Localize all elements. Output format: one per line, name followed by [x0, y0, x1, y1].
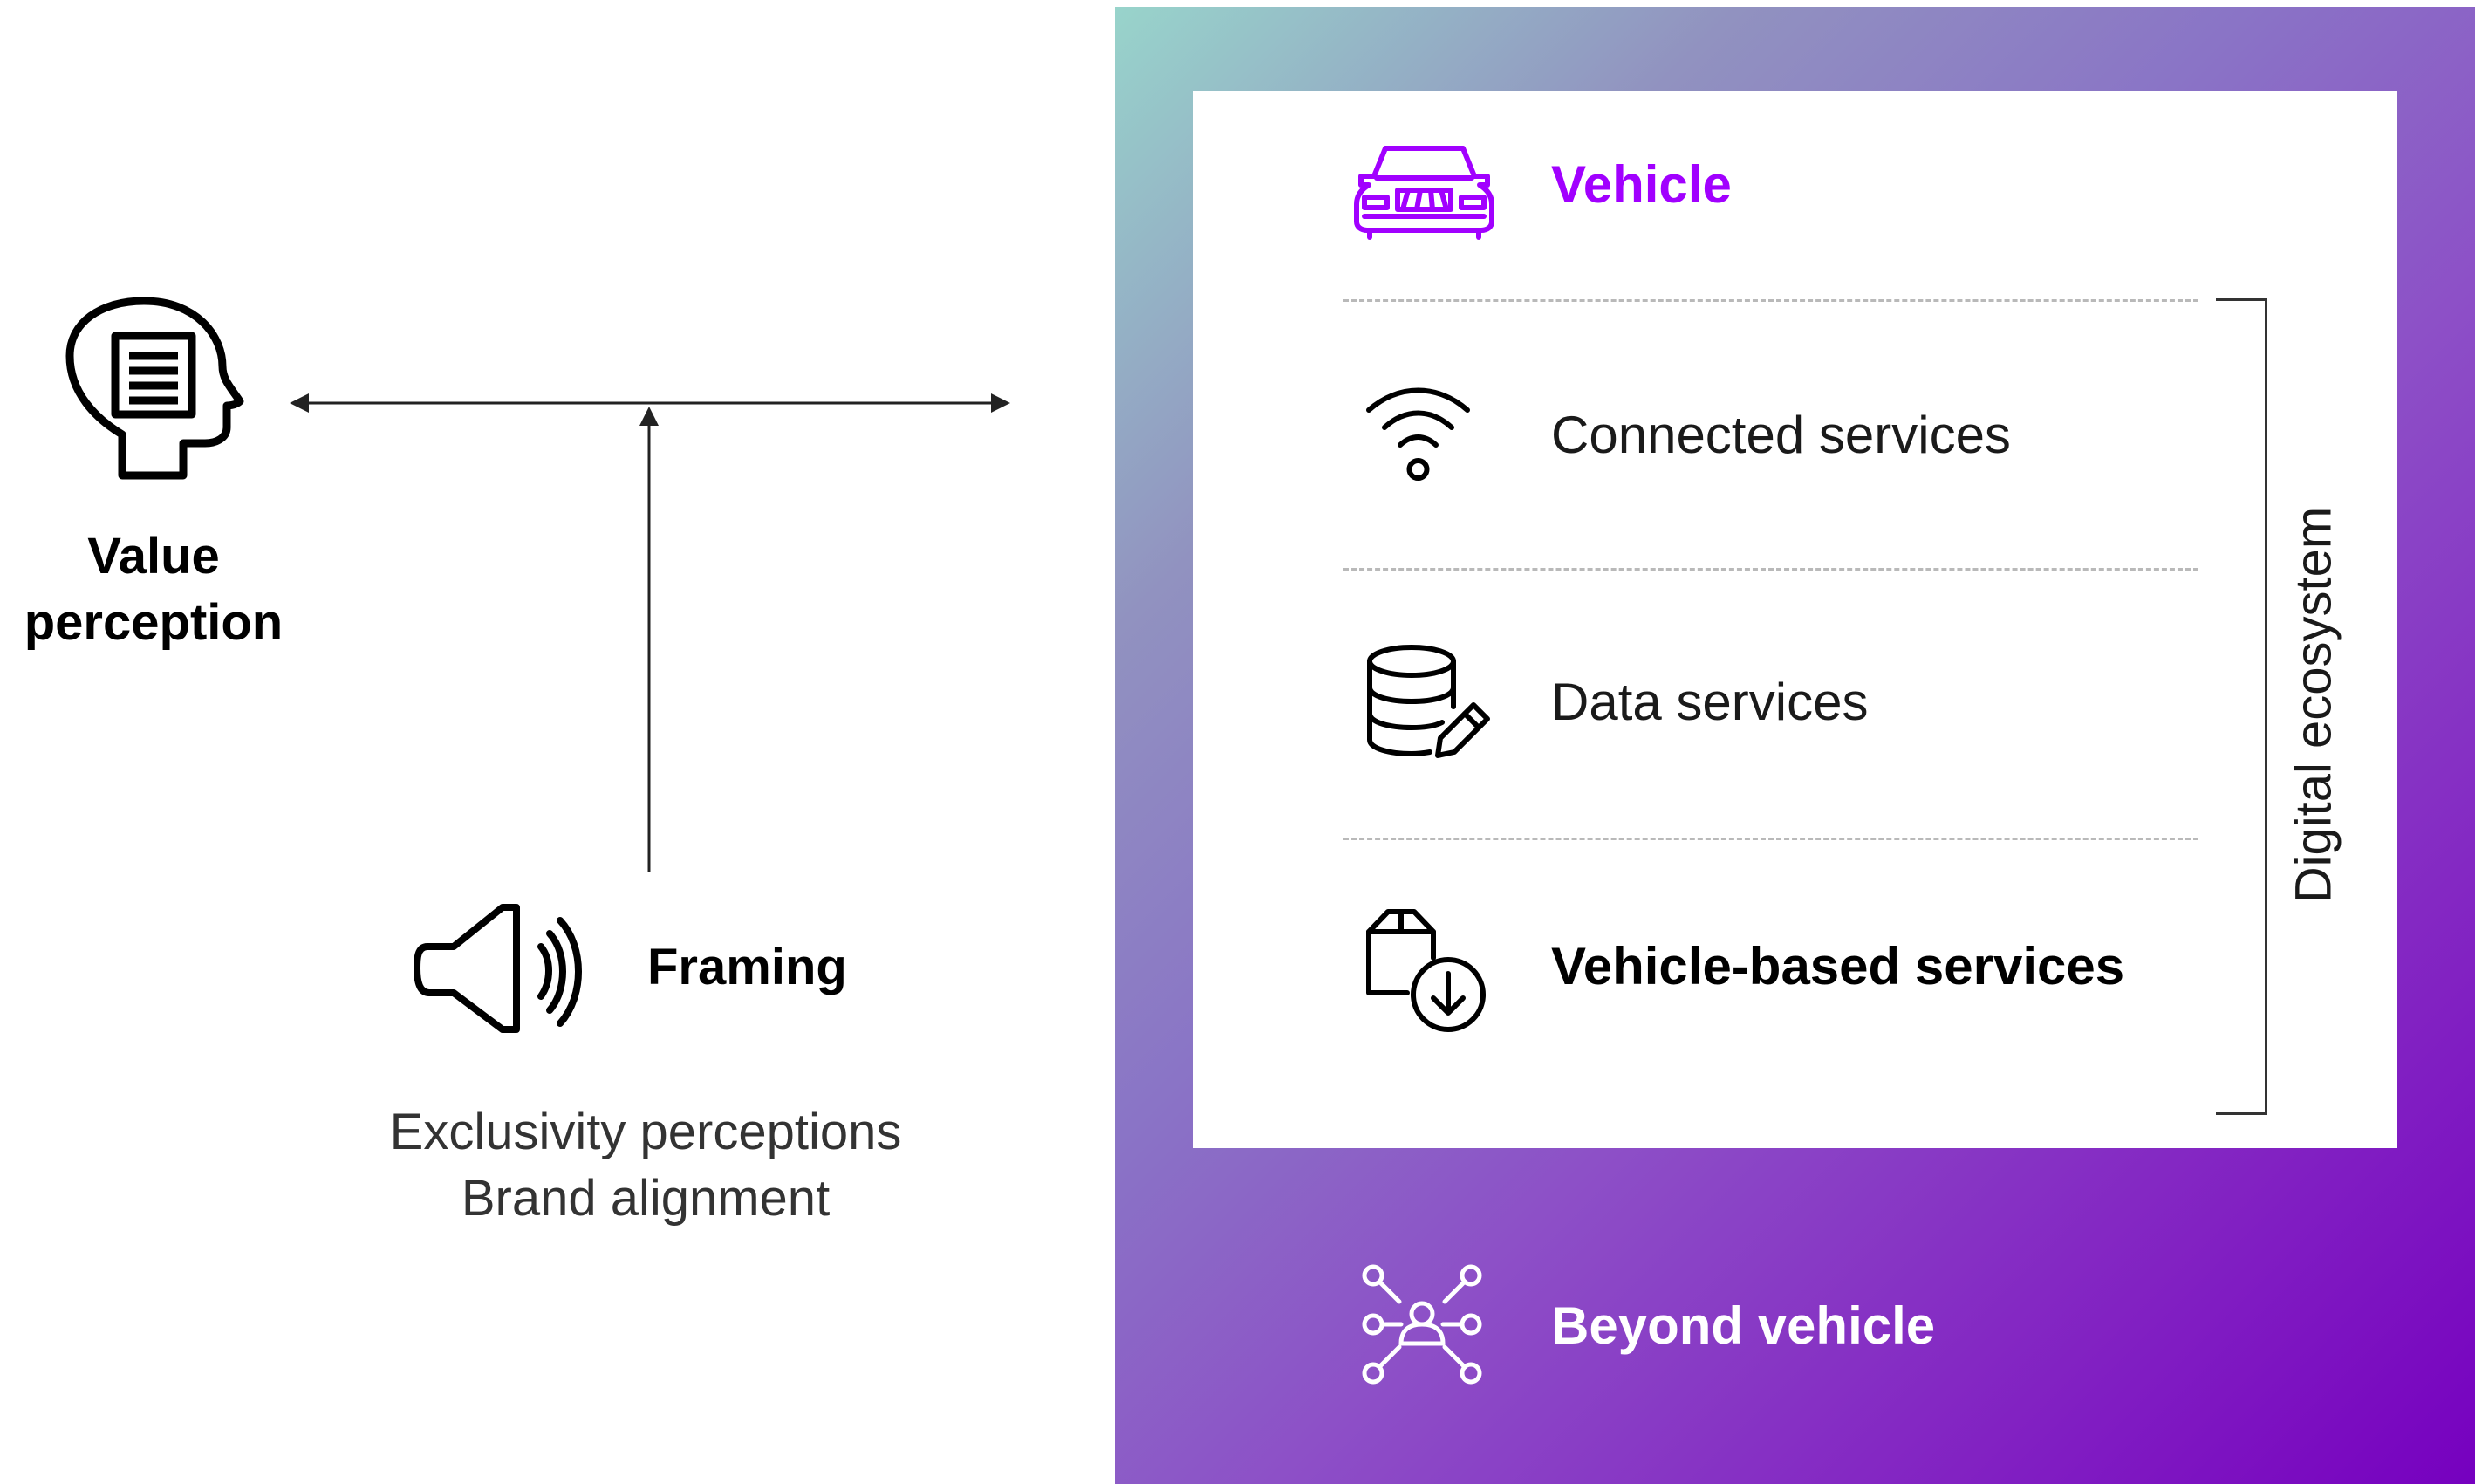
digital-ecosystem-label: Digital ecosystem — [2285, 506, 2342, 904]
vehicle-services-box — [1193, 91, 2397, 1148]
value-label-line1: Value — [87, 528, 220, 585]
value-perception-label: Value perception — [0, 523, 307, 656]
database-edit-icon — [1367, 645, 1490, 758]
box-download-icon — [1366, 909, 1486, 1032]
beyond-vehicle-label: Beyond vehicle — [1551, 1296, 1936, 1355]
data-services-label: Data services — [1551, 673, 1869, 731]
framing-sub-line2: Brand alignment — [461, 1170, 831, 1227]
divider-2 — [1343, 568, 2198, 571]
network-people-icon — [1362, 1264, 1482, 1385]
connector-arrows — [290, 393, 1010, 872]
divider-3 — [1343, 838, 2198, 840]
car-front-icon — [1354, 146, 1494, 240]
arrowhead-up — [639, 407, 659, 426]
head-document-icon — [65, 297, 244, 480]
framing-label: Framing — [647, 939, 847, 995]
wifi-icon — [1366, 387, 1470, 481]
divider-1 — [1343, 299, 2198, 302]
vehicle-based-services-label: Vehicle-based services — [1551, 937, 2125, 995]
digital-ecosystem-bracket — [2216, 298, 2267, 1115]
framing-subtext: Exclusivity perceptions Brand alignment — [332, 1099, 960, 1232]
megaphone-sound-icon — [414, 904, 582, 1033]
framing-sub-line1: Exclusivity perceptions — [389, 1104, 902, 1160]
vehicle-label: Vehicle — [1551, 155, 1732, 214]
connected-services-label: Connected services — [1551, 406, 2011, 464]
arrowhead-right — [991, 393, 1010, 413]
arrowhead-left — [290, 393, 309, 413]
value-label-line2: perception — [24, 594, 284, 651]
